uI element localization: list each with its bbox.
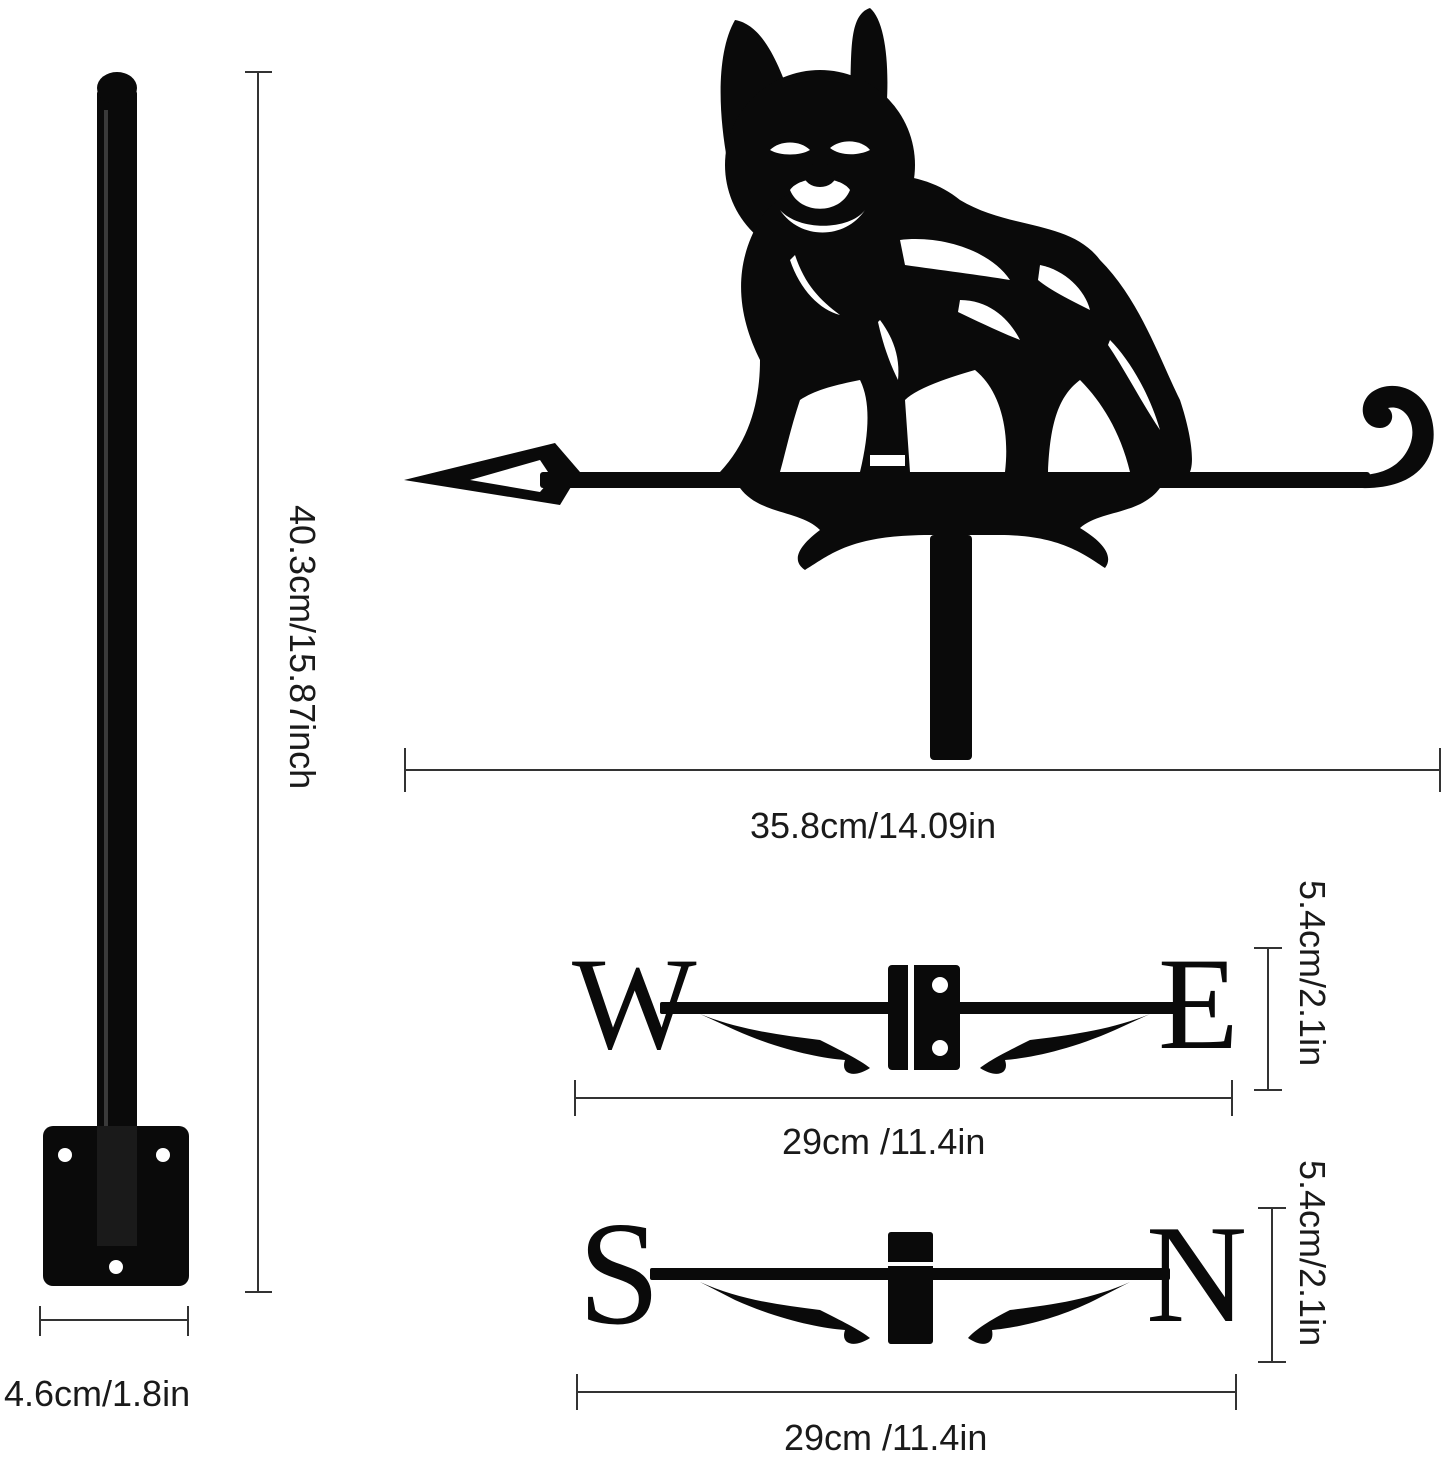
compass-we-width-label: 29cm /11.4in (782, 1121, 986, 1162)
compass-sn-width-dimension (576, 1374, 1237, 1410)
vane-stem (930, 535, 972, 760)
compass-sn-width-label: 29cm /11.4in (784, 1417, 988, 1458)
compass-we-width-dimension (574, 1080, 1233, 1116)
french-bulldog-icon (720, 8, 1192, 472)
pole-height-dimension (245, 71, 272, 1293)
compass-sn-height-dimension (1258, 1207, 1286, 1363)
compass-sn-ornament-left (700, 1282, 870, 1344)
compass-sn-height-label: 5.4cm/2.1in (1292, 1160, 1333, 1347)
weather-vane (404, 8, 1434, 760)
compass-we-ornament-right (980, 1014, 1150, 1074)
pole-base-label: 4.6cm/1.8in (4, 1373, 191, 1414)
vane-width-label: 35.8cm/14.09in (750, 805, 997, 846)
compass-we-graphic (660, 965, 1180, 1074)
pole-rod (97, 88, 137, 1260)
tail-scroll-icon (1345, 385, 1434, 489)
vane-width-dimension (404, 748, 1441, 792)
compass-letter-n: N (1146, 1197, 1248, 1352)
compass-we-ornament-left (700, 1014, 870, 1074)
mount-hole (58, 1148, 72, 1162)
compass-sn-ornament-right (968, 1282, 1130, 1344)
vane-shaft (540, 472, 1370, 488)
vane-ornament (740, 488, 1160, 570)
pole-highlight (104, 110, 108, 1230)
compass-we-hub (888, 965, 960, 1070)
pole-rod-lower (97, 1126, 137, 1246)
mount-hole (109, 1260, 123, 1274)
pole-cap (97, 72, 137, 104)
compass-sn-hub (888, 1232, 933, 1344)
compass-letter-e: E (1158, 930, 1239, 1077)
compass-sn-graphic (650, 1232, 1170, 1344)
pole-assembly (43, 72, 189, 1286)
compass-letter-w: W (572, 930, 697, 1077)
mount-hole (156, 1148, 170, 1162)
pole-base-dimension (39, 1306, 189, 1336)
compass-we-height-label: 5.4cm/2.1in (1292, 880, 1333, 1067)
pole-height-label: 40.3cm/15.87inch (282, 505, 323, 790)
compass-letter-s: S (578, 1192, 661, 1356)
compass-we-height-dimension (1254, 947, 1282, 1091)
